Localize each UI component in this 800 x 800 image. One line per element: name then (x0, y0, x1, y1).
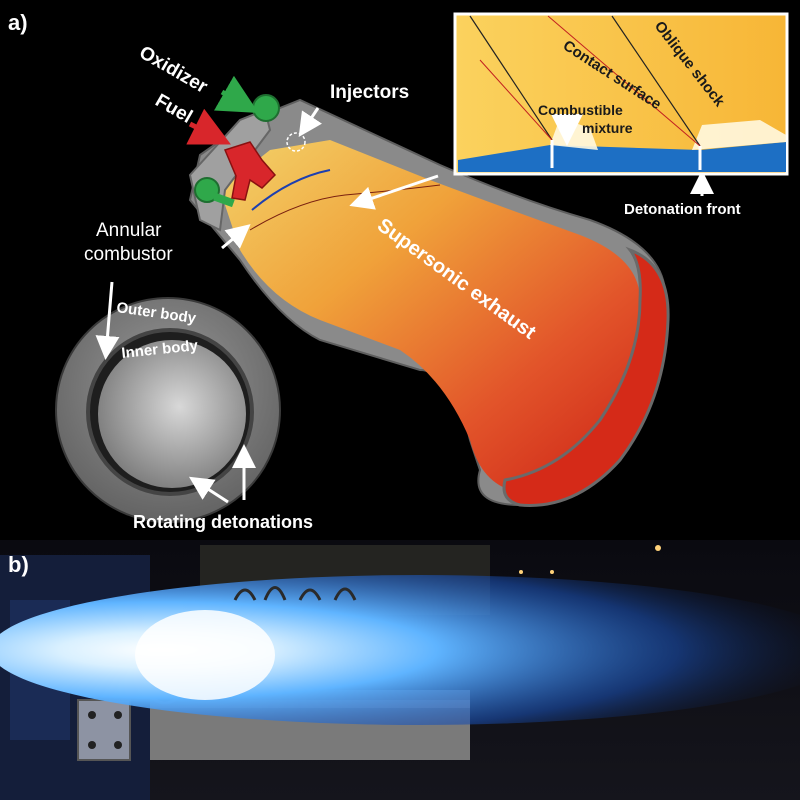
fuel-injector (223, 141, 277, 201)
feed-lines (233, 586, 357, 601)
exhaust-flow (220, 140, 640, 490)
injectors-label: Injectors (330, 82, 409, 103)
panel-b-photo: b) (0, 540, 800, 800)
engine-diagram (188, 94, 670, 507)
annular-label-line2: combustor (84, 244, 173, 265)
inset-contact-line-2 (547, 15, 701, 147)
inset-shock-line-1 (469, 15, 553, 141)
inset-combustible-label-line2: mixture (582, 120, 633, 136)
detonation-front-label: Detonation front (624, 201, 741, 218)
inset-fresh-mixture (458, 142, 786, 172)
distant-light (655, 545, 661, 551)
detonation-inset: Contact surface Oblique shock Combustibl… (453, 12, 789, 176)
inset-contact-line-1 (479, 59, 553, 141)
inset-combustible-label-line1: Combustible (538, 102, 623, 118)
oxidizer-port-top (252, 94, 280, 122)
panel-b-label: b) (8, 552, 29, 577)
cross-section (55, 297, 281, 523)
exhaust-plume (0, 575, 800, 725)
injector-highlight (286, 132, 306, 152)
nozzle-exit (502, 246, 670, 507)
inner-body-disk (98, 340, 246, 488)
mount-block-lower (77, 699, 131, 761)
annular-label-line1: Annular (96, 220, 162, 241)
panel-a-label: a) (8, 10, 28, 35)
rotating-detonations-label: Rotating detonations (133, 512, 313, 532)
oxidizer-port-bottom (194, 177, 220, 203)
inset-shock-line-2 (611, 15, 701, 147)
panel-a-arrows (95, 75, 714, 504)
